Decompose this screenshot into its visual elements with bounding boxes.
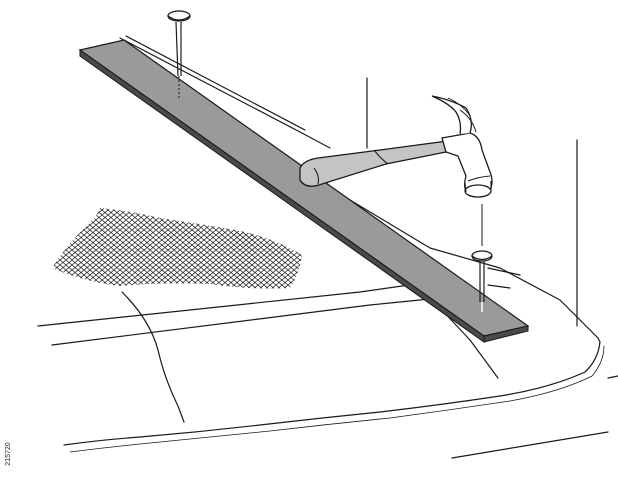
screen-edge [63,341,601,446]
nail-icon [167,10,191,100]
wood-strip-icon [78,39,530,343]
hammer-icon [299,95,493,198]
screen-frame [37,35,618,459]
nail-icon [471,204,493,312]
floor-line [451,431,609,459]
figure-id-label: 215720 [5,442,12,466]
